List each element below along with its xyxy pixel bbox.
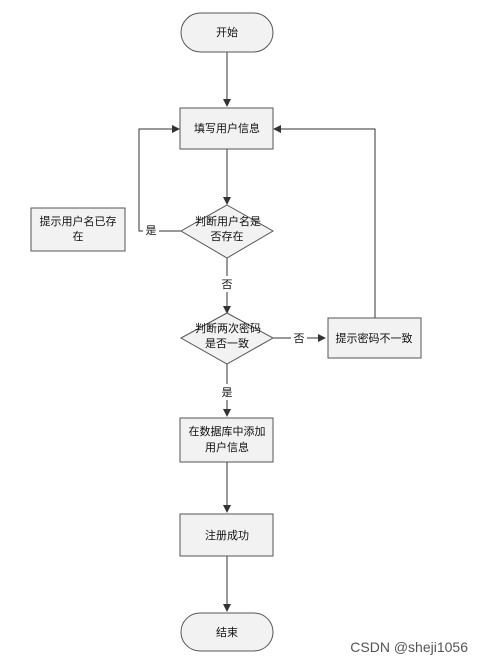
edge-label-pwd-yes: 是 [222, 386, 233, 399]
check-name-label-1: 判断用户名是 [195, 214, 261, 228]
fill-info-node [179, 107, 274, 150]
add-db-node [179, 417, 274, 463]
watermark: CSDN @sheji1056 [350, 639, 468, 655]
edge-name-yes-loop [138, 125, 181, 232]
success-label: 注册成功 [205, 528, 249, 542]
end-node [180, 612, 274, 652]
edge-label-bg [143, 222, 159, 238]
edge-pwd-mismatch-loop [273, 125, 376, 318]
edge-label-bg [219, 276, 235, 292]
pwd-mismatch-node [327, 317, 422, 359]
edge-label-bg [219, 384, 235, 400]
edge-label-name-no: 否 [222, 278, 233, 291]
add-db-label-1: 在数据库中添加 [189, 424, 266, 438]
start-label: 开始 [216, 25, 238, 39]
start-node [180, 12, 274, 53]
check-password-decision [179, 312, 275, 365]
edge-label-pwd-no: 否 [294, 332, 305, 345]
success-node [179, 513, 274, 557]
add-db-label-2: 用户信息 [205, 440, 249, 454]
name-exists-node [30, 207, 126, 252]
edge-label-name-yes: 是 [146, 224, 157, 237]
pwd-mismatch-label: 提示密码不一致 [336, 331, 413, 345]
edge-label-bg [291, 330, 307, 346]
name-exists-label-2: 在 [73, 230, 84, 243]
end-label: 结束 [216, 626, 238, 639]
check-pwd-label-2: 是否一致 [205, 336, 249, 350]
check-name-decision [179, 204, 275, 259]
name-exists-label-1: 提示用户名已存 [40, 214, 117, 228]
fill-info-label: 填写用户信息 [194, 121, 260, 135]
check-pwd-label-1: 判断两次密码 [195, 321, 261, 335]
check-name-label-2: 否存在 [211, 229, 244, 243]
